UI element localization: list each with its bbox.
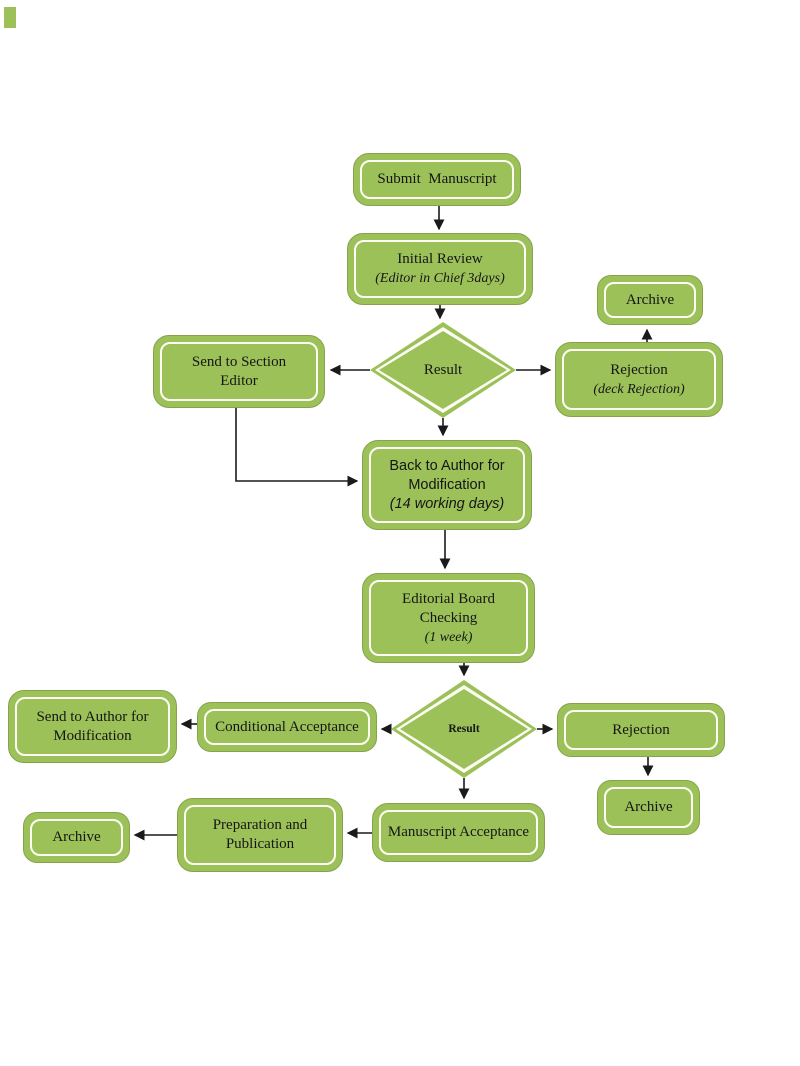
- node-editorial-board-checking: Editorial Board Checking (1 week): [362, 573, 535, 663]
- node-label: Editorial Board: [402, 590, 495, 607]
- node-body: Rejection: [564, 710, 718, 750]
- decision-label: Result: [423, 361, 463, 378]
- page-corner-mark: [4, 7, 16, 28]
- decision-result-2: Result: [391, 680, 537, 778]
- node-conditional-acceptance: Conditional Acceptance: [197, 702, 377, 752]
- node-label: Archive: [624, 799, 673, 815]
- node-body: Manuscript Acceptance: [379, 810, 538, 855]
- node-label: Send to Author for: [36, 708, 149, 725]
- node-archive-bottom-left: Archive: [23, 812, 130, 863]
- decision-result-1: Result: [370, 322, 516, 418]
- node-body: Rejection (deck Rejection): [562, 349, 716, 410]
- node-send-to-author-for-modification: Send to Author for Modification: [8, 690, 177, 763]
- node-label: Manuscript Acceptance: [387, 824, 530, 840]
- node-label: Rejection: [612, 721, 670, 738]
- node-back-to-author-for-modification: Back to Author for Modification (14 work…: [362, 440, 532, 530]
- node-archive-mid-right: Archive: [597, 780, 700, 835]
- node-body: Preparation and Publication: [184, 805, 336, 865]
- connector-send-section-to-back-to-author: [235, 408, 359, 487]
- node-body: Initial Review (Editor in Chief 3days): [354, 240, 526, 298]
- node-body: Archive: [604, 282, 696, 318]
- node-label: Editor: [220, 372, 258, 389]
- node-body: Editorial Board Checking (1 week): [369, 580, 528, 656]
- node-sublabel: (Editor in Chief 3days): [375, 271, 505, 286]
- node-label: Archive: [52, 829, 101, 845]
- node-label: Checking: [419, 609, 478, 626]
- node-label: Send to Section: [191, 353, 287, 370]
- node-body: Back to Author for Modification (14 work…: [369, 447, 525, 523]
- node-body: Send to Section Editor: [160, 342, 318, 401]
- node-label: Rejection: [610, 361, 668, 378]
- node-label: Initial Review: [397, 251, 483, 267]
- node-sublabel: (14 working days): [389, 495, 505, 512]
- node-body: Archive: [604, 787, 693, 828]
- node-rejection-desk: Rejection (deck Rejection): [555, 342, 723, 417]
- node-body: Conditional Acceptance: [204, 709, 370, 745]
- node-label: Modification: [53, 727, 132, 744]
- node-submit-manuscript: Submit Manuscript: [353, 153, 521, 206]
- node-sublabel: (deck Rejection): [593, 381, 685, 397]
- node-rejection-2: Rejection: [557, 703, 725, 757]
- node-archive-top-right: Archive: [597, 275, 703, 325]
- decision-label: Result: [448, 723, 480, 735]
- node-label: Submit Manuscript: [377, 171, 497, 187]
- node-body: Submit Manuscript: [360, 160, 514, 199]
- node-body: Archive: [30, 819, 123, 856]
- node-send-to-section-editor: Send to Section Editor: [153, 335, 325, 408]
- node-manuscript-acceptance: Manuscript Acceptance: [372, 803, 545, 862]
- node-preparation-and-publication: Preparation and Publication: [177, 798, 343, 872]
- node-body: Send to Author for Modification: [15, 697, 170, 756]
- node-label: Modification: [408, 476, 486, 493]
- node-label: Archive: [625, 291, 675, 308]
- node-label: Conditional Acceptance: [215, 718, 359, 735]
- node-label: Publication: [225, 836, 295, 852]
- node-label: Back to Author for: [389, 457, 505, 474]
- node-label: Preparation and: [212, 817, 308, 833]
- node-initial-review: Initial Review (Editor in Chief 3days): [347, 233, 533, 305]
- node-sublabel: (1 week): [424, 629, 473, 645]
